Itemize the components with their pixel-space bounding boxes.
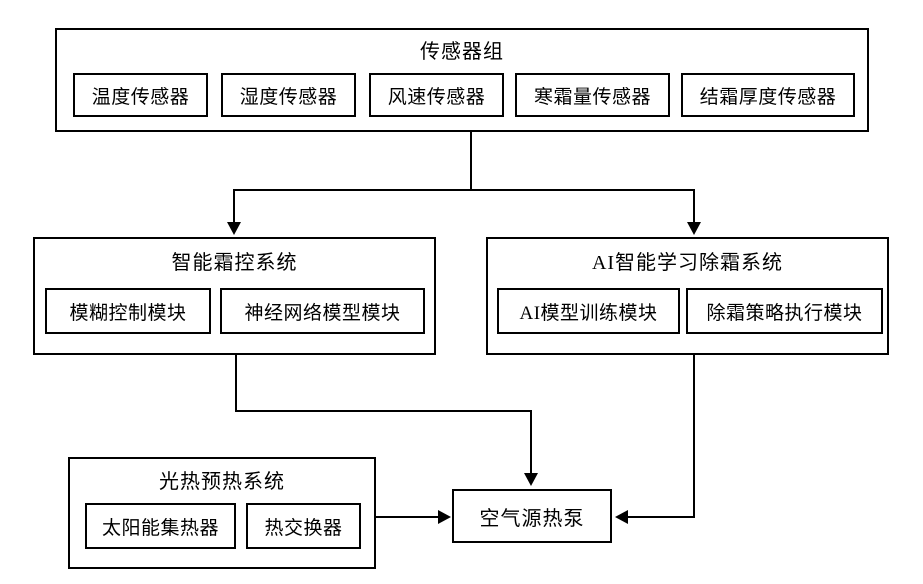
module-fuzzy-control-label: 模糊控制模块 (69, 302, 187, 324)
sensor-temperature-label: 温度传感器 (91, 86, 190, 108)
ai-defrost-system-title: AI智能学习除霜系统 (591, 252, 784, 274)
heat-pump-label: 空气源热泵 (479, 507, 585, 530)
sensor-frost-amount[interactable]: 寒霜量传感器 (515, 73, 670, 117)
arrow-ai-defrost-to-pump (615, 510, 628, 524)
sensor-group-title: 传感器组 (420, 41, 504, 63)
heat-pump-box[interactable]: 空气源热泵 (452, 489, 612, 543)
connector-frost-control-across (235, 410, 532, 412)
sensor-frost-thickness-label: 结霜厚度传感器 (699, 86, 837, 108)
connector-ai-defrost-down (693, 355, 695, 517)
arrow-to-frost-control (227, 222, 241, 235)
module-defrost-strategy[interactable]: 除霜策略执行模块 (686, 288, 883, 334)
connector-sensor-split-bar (233, 189, 694, 191)
sensor-temperature[interactable]: 温度传感器 (73, 73, 208, 117)
module-neural-network-label: 神经网络模型模块 (244, 302, 401, 324)
arrow-frost-control-to-pump (524, 473, 538, 486)
sensor-wind-speed-label: 风速传感器 (387, 86, 486, 108)
connector-sensor-trunk (470, 132, 472, 190)
sensor-frost-thickness[interactable]: 结霜厚度传感器 (681, 73, 855, 117)
connector-ai-defrost-across (628, 516, 695, 518)
sensor-humidity[interactable]: 湿度传感器 (221, 73, 356, 117)
connector-to-frost-control (233, 189, 235, 223)
arrow-to-ai-defrost (687, 222, 701, 235)
module-defrost-strategy-label: 除霜策略执行模块 (706, 302, 863, 324)
frost-control-system-title: 智能霜控系统 (171, 252, 298, 274)
connector-frost-control-to-pump (530, 410, 532, 474)
sensor-wind-speed[interactable]: 风速传感器 (369, 73, 504, 117)
module-solar-collector-label: 太阳能集热器 (101, 517, 219, 539)
module-heat-exchanger[interactable]: 热交换器 (246, 503, 361, 549)
module-heat-exchanger-label: 热交换器 (264, 517, 343, 539)
solar-preheat-system-title: 光热预热系统 (159, 471, 285, 493)
connector-solar-to-pump (376, 516, 439, 518)
connector-to-ai-defrost (693, 189, 695, 223)
arrow-solar-to-pump (438, 510, 451, 524)
sensor-humidity-label: 湿度传感器 (239, 86, 338, 108)
module-neural-network[interactable]: 神经网络模型模块 (220, 288, 425, 334)
sensor-frost-amount-label: 寒霜量传感器 (533, 86, 651, 108)
module-ai-model-training[interactable]: AI模型训练模块 (497, 288, 680, 334)
module-solar-collector[interactable]: 太阳能集热器 (85, 503, 236, 549)
connector-frost-control-down (235, 355, 237, 411)
module-ai-model-training-label: AI模型训练模块 (519, 302, 658, 324)
module-fuzzy-control[interactable]: 模糊控制模块 (45, 288, 211, 334)
